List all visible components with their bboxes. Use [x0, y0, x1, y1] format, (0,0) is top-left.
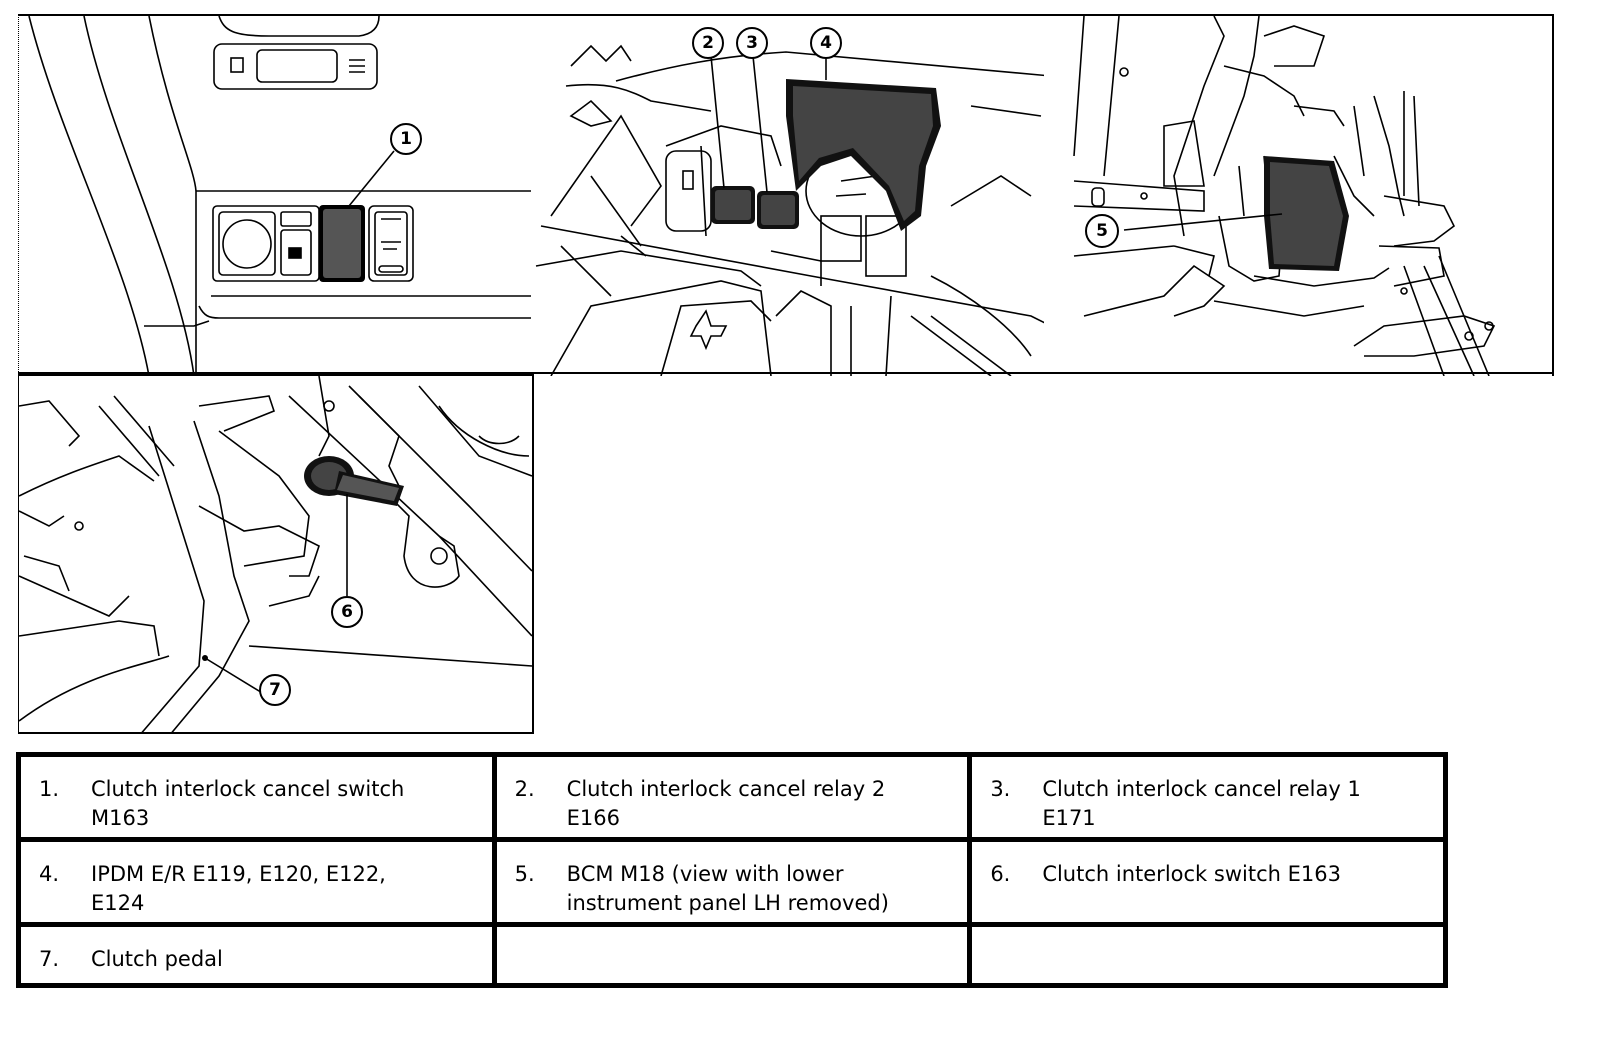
diagram-panel-switch-cluster: 1 — [18, 14, 534, 376]
diagram-panel-engine-room: 2 3 4 — [531, 14, 1046, 376]
svg-text:2: 2 — [702, 33, 714, 53]
legend-text: Clutch interlock cancel switch M163 — [91, 777, 405, 830]
callout-6: 6 — [331, 596, 363, 628]
diagram-panel-clutch-pedal: 6 7 — [18, 374, 534, 734]
callout-3: 3 — [736, 27, 768, 59]
legend-cell: 5. BCM M18 (view with lower instrument pa… — [491, 837, 973, 927]
svg-text:1: 1 — [400, 129, 412, 149]
component-legend-table: 1. Clutch interlock cancel switch M163 2.… — [16, 752, 1448, 988]
legend-text: Clutch pedal — [91, 947, 223, 971]
legend-text: BCM M18 (view with lower instrument pane… — [566, 862, 889, 915]
legend-number: 2. — [514, 777, 535, 801]
callout-1: 1 — [390, 123, 422, 155]
legend-number: 6. — [990, 862, 1011, 886]
legend-text: Clutch interlock cancel relay 2 E166 — [566, 777, 886, 830]
legend-text: Clutch interlock switch E163 — [1042, 862, 1341, 886]
callout-4: 4 — [810, 27, 842, 59]
legend-number: 3. — [990, 777, 1011, 801]
legend-cell-empty — [967, 922, 1448, 988]
legend-row: 4. IPDM E/R E119, E120, E122, E124 5. BCM … — [16, 837, 1448, 927]
engine-room-illustration: 2 3 4 — [535, 27, 1044, 376]
legend-cell-empty — [491, 922, 973, 988]
legend-number: 7. — [39, 947, 60, 971]
legend-cell: 2. Clutch interlock cancel relay 2 E166 — [491, 752, 973, 842]
svg-text:4: 4 — [820, 33, 832, 53]
legend-cell: 6. Clutch interlock switch E163 — [967, 837, 1448, 927]
svg-text:6: 6 — [341, 602, 353, 622]
callout-7: 7 — [259, 674, 291, 706]
panel-divider — [18, 372, 1554, 374]
legend-cell: 3. Clutch interlock cancel relay 1 E171 — [967, 752, 1448, 842]
legend-number: 5. — [514, 862, 535, 886]
legend-text: Clutch interlock cancel relay 1 E171 — [1042, 777, 1361, 830]
legend-row: 1. Clutch interlock cancel switch M163 2.… — [16, 752, 1448, 842]
callout-5: 5 — [1085, 214, 1119, 248]
diagram-panel-bcm: 5 — [1044, 14, 1554, 376]
svg-text:3: 3 — [746, 33, 758, 53]
legend-number: 1. — [39, 777, 60, 801]
clutch-pedal-illustration: 6 7 — [19, 376, 532, 732]
legend-number: 4. — [39, 862, 60, 886]
legend-cell: 7. Clutch pedal — [16, 922, 497, 988]
switch-cluster-illustration: 1 — [28, 16, 532, 376]
legend-text: IPDM E/R E119, E120, E122, E124 — [91, 862, 386, 915]
svg-text:7: 7 — [269, 680, 281, 700]
legend-cell: 4. IPDM E/R E119, E120, E122, E124 — [16, 837, 497, 927]
bcm-illustration: 5 — [1073, 16, 1496, 376]
legend-cell: 1. Clutch interlock cancel switch M163 — [16, 752, 497, 842]
legend-row: 7. Clutch pedal — [16, 922, 1448, 988]
callout-2: 2 — [692, 27, 724, 59]
svg-text:5: 5 — [1096, 221, 1108, 241]
